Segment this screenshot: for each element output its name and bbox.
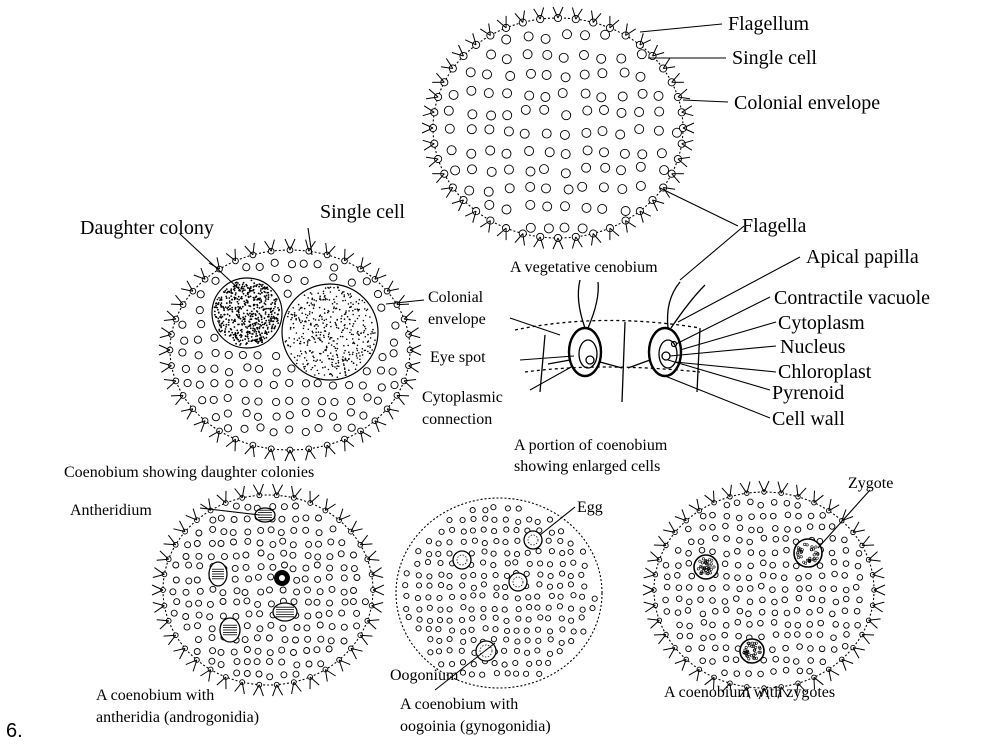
label-cytoplasmic-line-2: connection <box>422 411 492 428</box>
label-single-cell-daughter: Single cell <box>320 201 405 223</box>
oogonia-cenobium-drawing <box>396 498 602 688</box>
label-single-cell-top: Single cell <box>732 47 817 69</box>
caption-oogonia-line-1: A coenobium with <box>400 696 518 713</box>
label-colonial-line-1: Colonial <box>428 289 484 306</box>
label-colonial-envelope-top: Colonial envelope <box>734 92 880 114</box>
vegetative-cenobium-drawing <box>422 7 694 249</box>
caption-antheridia-line-2: antheridia (androgonidia) <box>96 709 259 726</box>
caption-antheridia-line-1: A coenobium with <box>96 687 214 704</box>
caption-vegetative-cenobium: A vegetative cenobium <box>510 259 658 276</box>
label-pyrenoid: Pyrenoid <box>772 382 844 404</box>
label-cytoplasmic-line-1: Cytoplasmic <box>422 389 503 406</box>
label-flagellum: Flagellum <box>728 13 810 35</box>
label-chloroplast: Chloroplast <box>778 361 872 383</box>
figure-number: 6. <box>6 720 23 742</box>
caption-daughter-colonies: Coenobium showing daughter colonies <box>64 464 314 481</box>
label-antheridium: Antheridium <box>70 502 152 519</box>
enlarged-cells-drawing <box>515 280 705 402</box>
daughter-colony-large <box>282 284 378 380</box>
caption-zygotes: A coenobium with zygotes <box>664 684 835 701</box>
left-enlarged-cell <box>548 280 622 376</box>
label-eye-spot: Eye spot <box>430 349 486 366</box>
label-egg: Egg <box>577 499 603 516</box>
label-daughter-colony: Daughter colony <box>80 217 214 239</box>
antheridia-cenobium-drawing <box>152 484 384 696</box>
label-contractile-vacuole: Contractile vacuole <box>774 287 930 309</box>
label-apical-papilla: Apical papilla <box>806 246 919 268</box>
label-colonial-line-2: envelope <box>428 311 486 328</box>
caption-portion-line-2: showing enlarged cells <box>514 458 660 475</box>
label-cytoplasm: Cytoplasm <box>778 312 865 334</box>
caption-portion-line-1: A portion of coenobium <box>514 437 668 454</box>
daughter-colony-small <box>212 278 282 348</box>
caption-oogonia-line-2: oogoinia (gynogonidia) <box>400 718 551 735</box>
label-zygote: Zygote <box>848 475 893 492</box>
label-cell-wall: Cell wall <box>772 408 845 430</box>
label-flagella: Flagella <box>742 215 807 237</box>
label-nucleus: Nucleus <box>780 336 846 358</box>
right-enlarged-cell <box>628 282 705 376</box>
label-oogonium: Oogonium <box>390 667 459 684</box>
